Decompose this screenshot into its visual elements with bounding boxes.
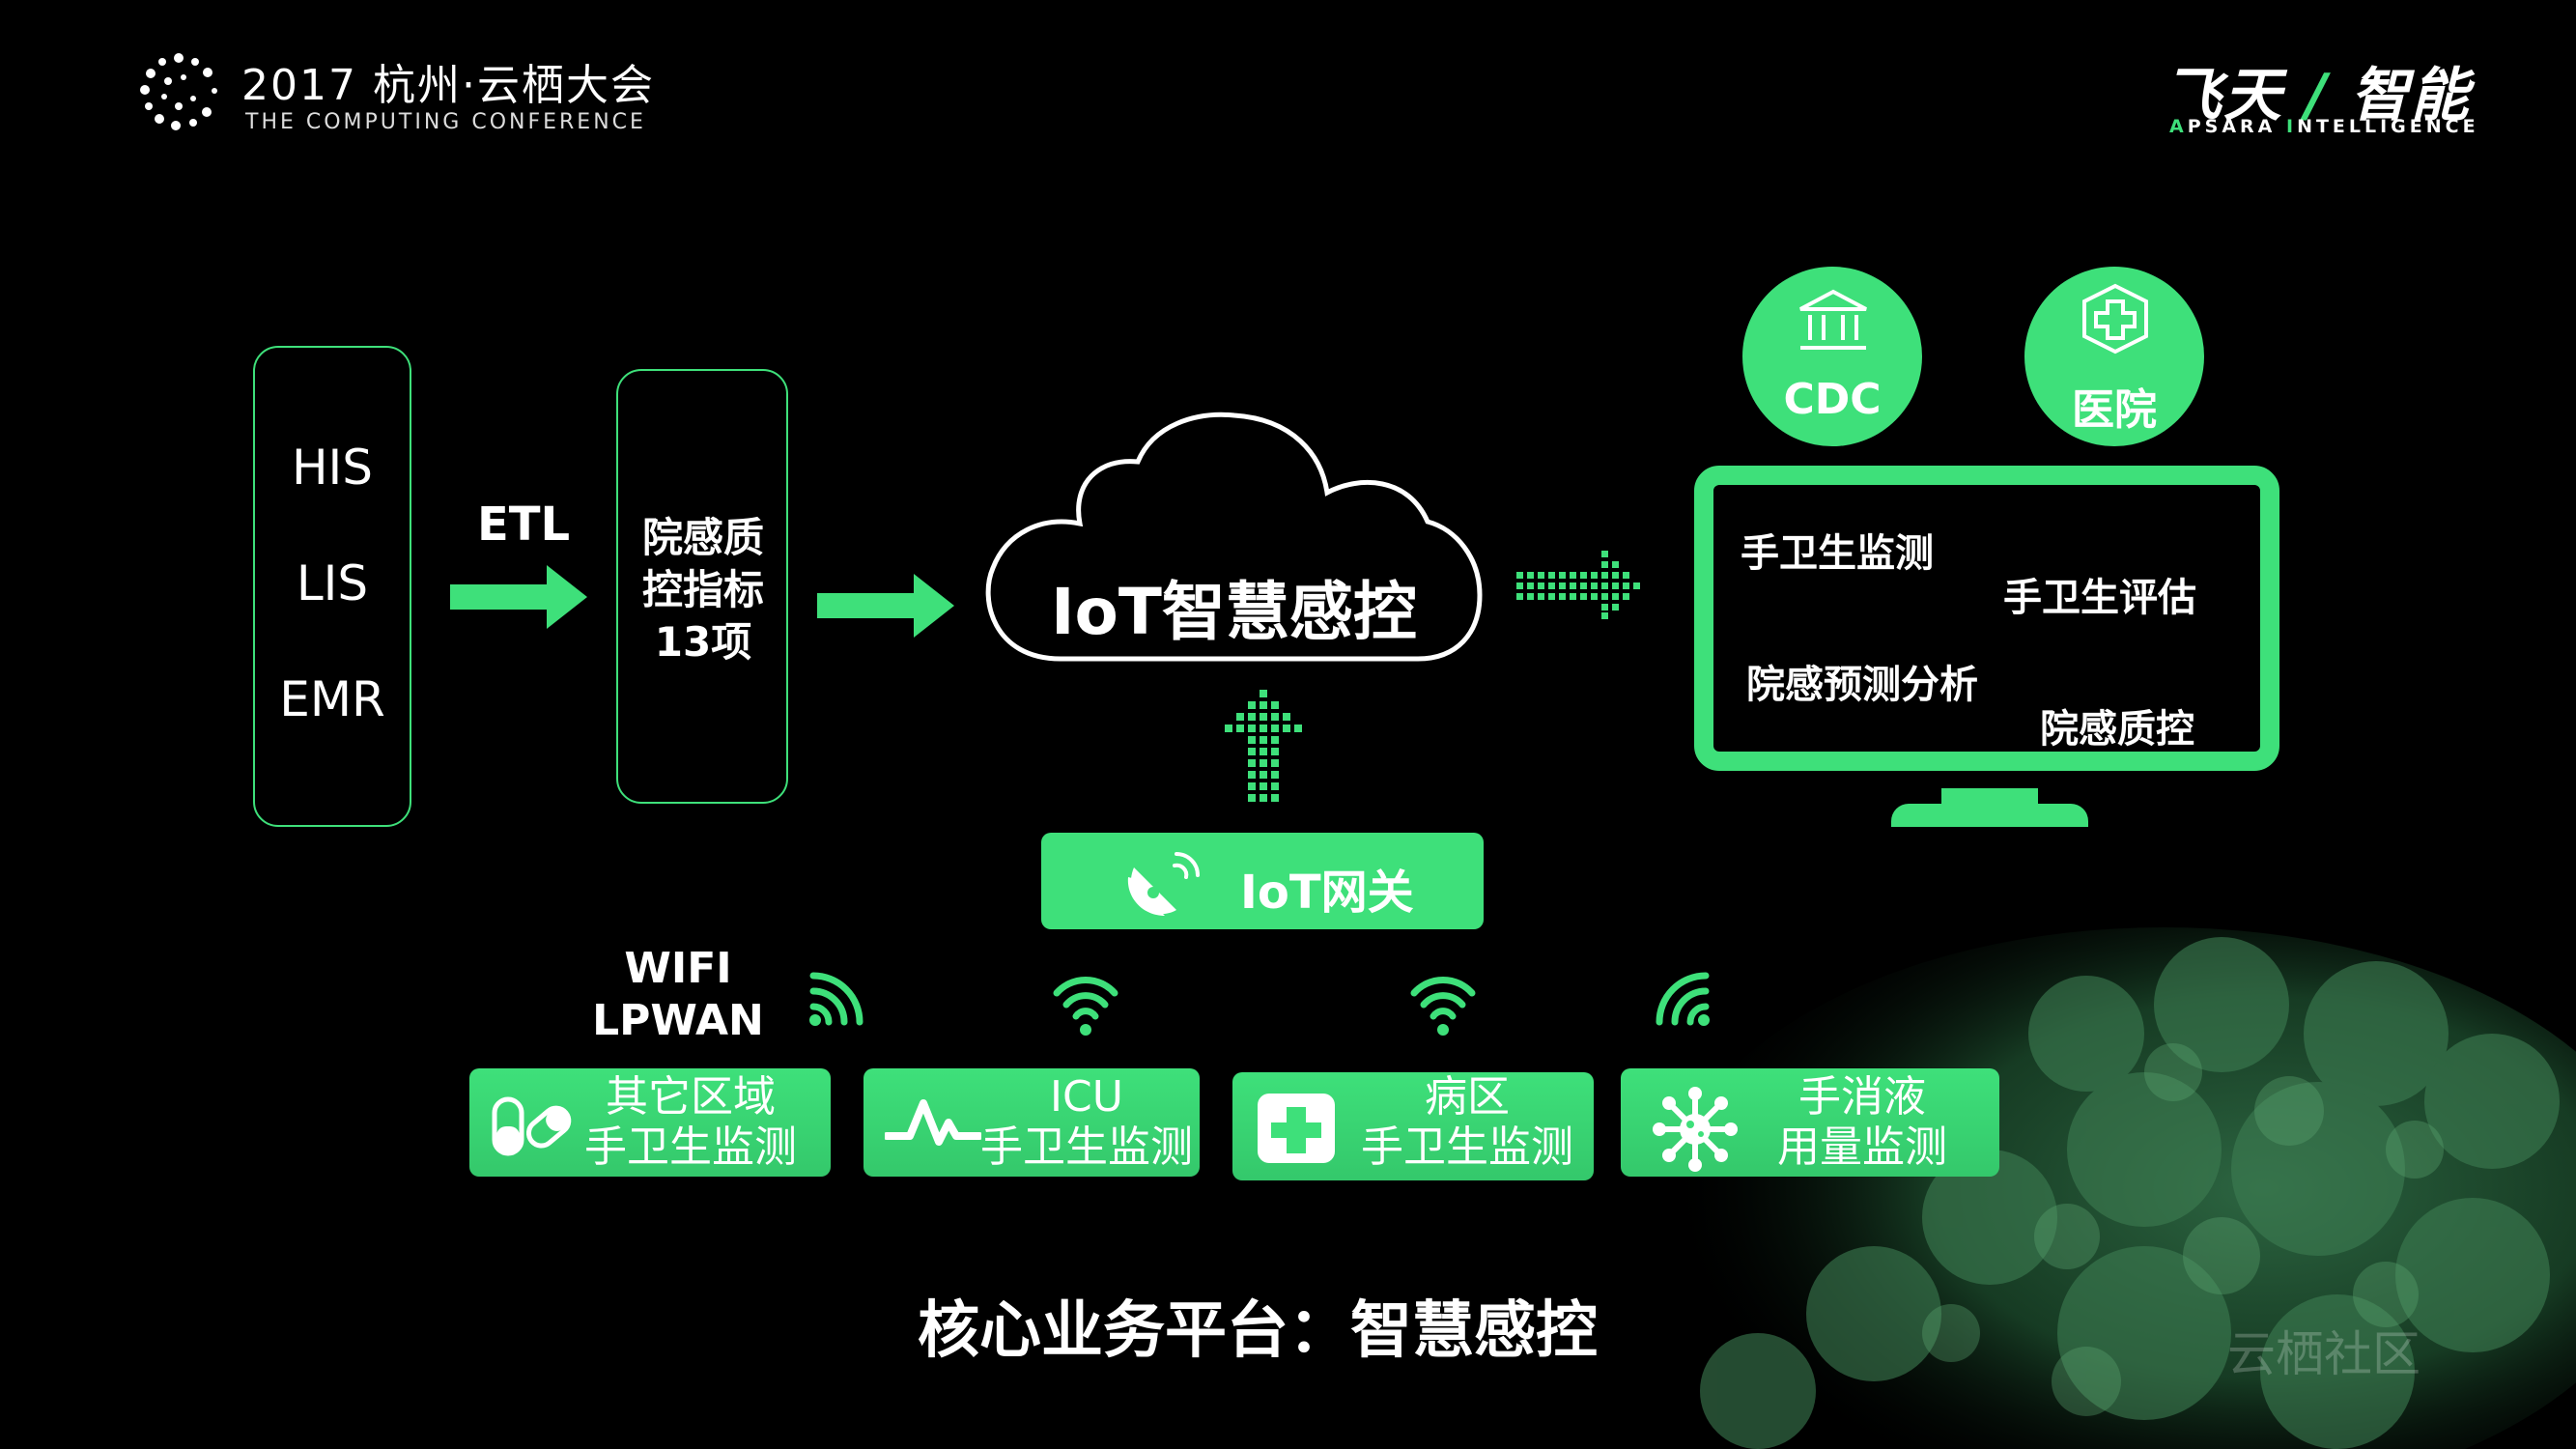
germ-icon <box>1653 1087 1738 1172</box>
device-other-areas-line-1: 其它区域 <box>606 1072 776 1122</box>
device-sanitizer-line-2: 用量监测 <box>1777 1122 1947 1172</box>
wifi-side-icon-1 <box>809 972 863 1026</box>
dotted-arrow-right-icon <box>1516 551 1640 619</box>
brand-subtitle: APSARA INTELLIGENCE <box>2169 116 2479 137</box>
hospital-circle <box>2024 267 2204 446</box>
iot-gateway-box <box>1041 833 1484 929</box>
device-icu-line-1: ICU <box>1050 1072 1123 1122</box>
heartbeat-icon <box>885 1099 981 1146</box>
monitor-item-hand-hygiene-evaluation: 手卫生评估 <box>2003 576 2196 620</box>
device-other-areas <box>469 1068 831 1177</box>
brand-slash: / <box>2283 62 2351 129</box>
metrics-line-3: 13项 <box>654 618 752 666</box>
dotted-arrow-up-icon <box>1225 690 1302 802</box>
monitor-item-infection-quality-control: 院感质控 <box>2040 707 2194 752</box>
source-lis: LIS <box>296 555 369 611</box>
source-systems-box <box>253 346 411 827</box>
conference-title: 2017 杭州·云栖大会 <box>241 61 655 110</box>
pill-icon <box>492 1096 572 1156</box>
monitor-stand <box>1891 804 2088 827</box>
conference-subtitle: THE COMPUTING CONFERENCE <box>245 110 646 134</box>
metrics-box <box>616 369 788 804</box>
monitor-item-infection-prediction: 院感预测分析 <box>1746 663 1978 707</box>
metrics-line-2: 控指标 <box>641 566 764 613</box>
hospital-cross-icon <box>2082 283 2148 355</box>
wifi-side-icon-4 <box>1656 972 1710 1026</box>
medical-cross-icon <box>1258 1094 1335 1163</box>
source-emr: EMR <box>279 671 385 727</box>
metrics-line-1: 院感质 <box>641 514 764 561</box>
monitor-item-hand-hygiene-monitoring: 手卫生监测 <box>1741 531 1934 576</box>
device-ward-line-2: 手卫生监测 <box>1361 1122 1573 1172</box>
forest-decoration <box>1661 927 2576 1449</box>
etl-arrow-icon <box>450 565 587 629</box>
watermark: 云栖社区 <box>2227 1326 2420 1382</box>
bank-icon <box>1799 289 1867 350</box>
device-sanitizer-line-1: 手消液 <box>1798 1072 1926 1122</box>
wifi-icon-2 <box>1053 977 1118 1036</box>
brand-logo: 飞天 / 智能 <box>2164 48 2471 132</box>
device-other-areas-line-2: 手卫生监测 <box>584 1122 797 1172</box>
wifi-label-line-1: WIFI <box>624 944 732 993</box>
cloud-shape <box>985 412 1483 662</box>
cdc-label: CDC <box>1783 375 1882 424</box>
device-icu-line-2: 手卫生监测 <box>980 1122 1193 1172</box>
hospital-label: 医院 <box>2072 385 2157 435</box>
cdc-circle <box>1742 267 1922 446</box>
source-his: HIS <box>291 440 374 496</box>
wifi-icon-3 <box>1410 977 1476 1036</box>
satellite-dish-icon <box>1127 852 1200 916</box>
metrics-to-cloud-arrow-icon <box>817 574 954 638</box>
conference-logo-icon <box>140 53 217 130</box>
wifi-label-line-2: LPWAN <box>592 996 764 1045</box>
etl-label: ETL <box>477 497 571 552</box>
monitor-screen <box>1694 466 2279 771</box>
iot-gateway-label: IoT网关 <box>1240 866 1414 920</box>
device-ward-line-1: 病区 <box>1425 1072 1510 1122</box>
cloud-label: IoT智慧感控 <box>1051 575 1417 649</box>
brand-name: 飞天 <box>2164 62 2283 129</box>
footer-title: 核心业务平台：智慧感控 <box>918 1295 1598 1367</box>
brand-name-2: 智能 <box>2350 62 2471 129</box>
